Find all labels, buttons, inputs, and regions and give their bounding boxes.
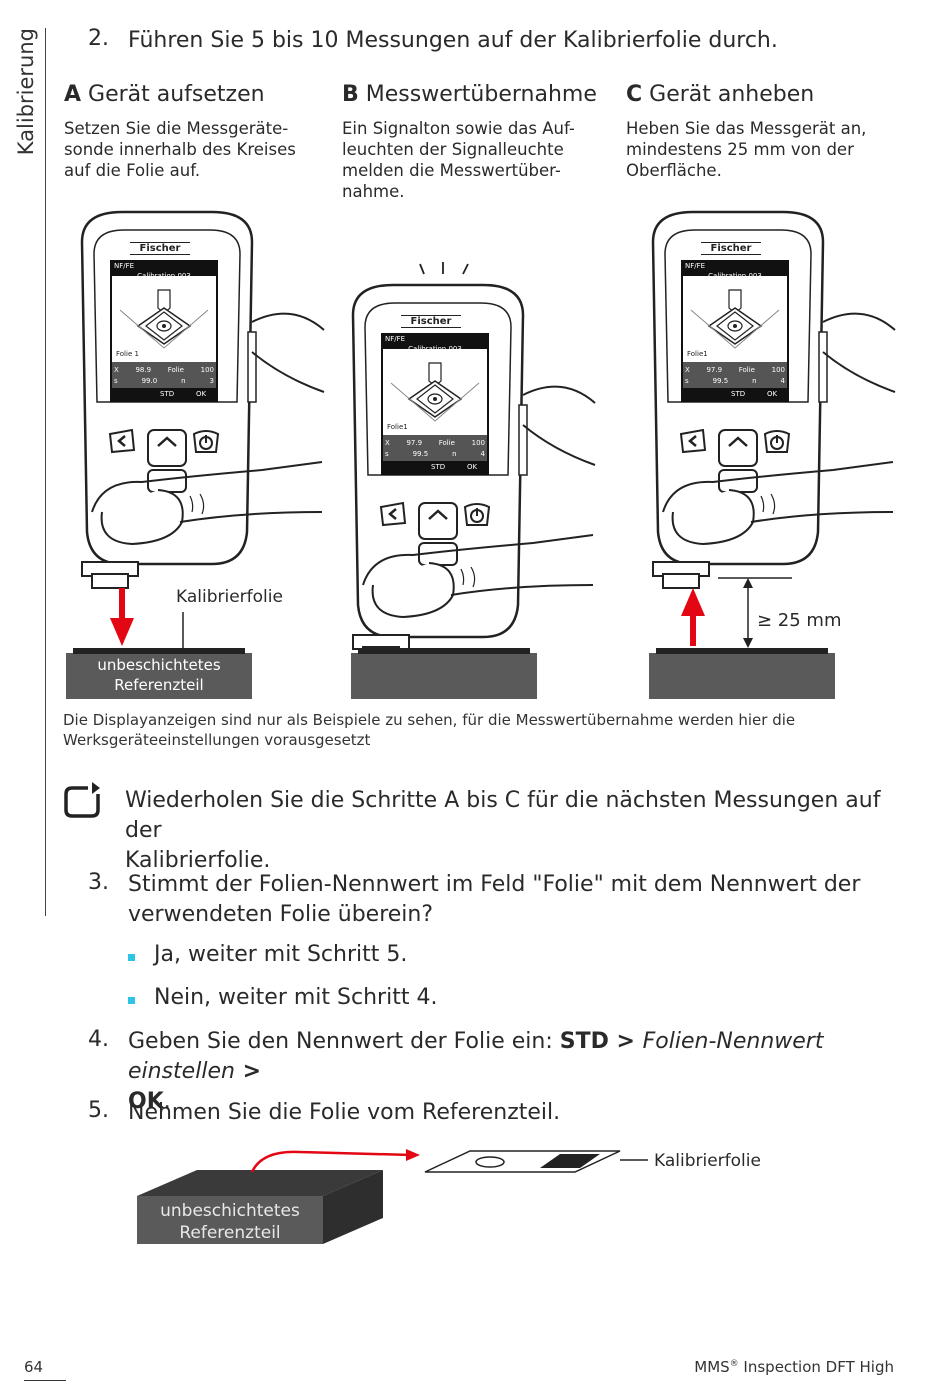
calibration-foil-a (73, 648, 245, 654)
document-title: MMS® Inspection DFT High (694, 1358, 894, 1376)
reference-part-label: unbeschichtetes Referenzteil (97, 656, 221, 694)
calibration-foil-c (656, 648, 828, 654)
brand-logo: Fischer (130, 242, 190, 255)
column-b-description: Ein Signalton sowie das Auf-leuchten der… (342, 119, 575, 201)
kalibrierfolie-label: Kalibrierfolie (176, 587, 283, 607)
step-number: 2. (88, 26, 109, 51)
calibration-foil-b (358, 648, 530, 654)
repeat-note-line: Kalibrierfolie. (125, 848, 271, 873)
repeat-note: Wiederholen Sie die Schritte A bis C für… (62, 782, 922, 873)
calibration-illustration (66, 210, 897, 699)
step-text: Geben Sie den Nennwert der Folie ein: ST… (128, 1029, 824, 1114)
step-number: 5. (88, 1098, 109, 1123)
signal-light-rays (419, 262, 469, 275)
step-2: 2. Führen Sie 5 bis 10 Messungen auf der… (88, 26, 908, 58)
step-3: 3. Stimmt der Folien-Nennwert im Feld "F… (88, 870, 908, 932)
brand-logo: Fischer (701, 242, 761, 255)
step-text: Stimmt der Folien-Nennwert im Feld "Foli… (128, 872, 861, 897)
bottom-reference-part-label: unbeschichtetes Referenzteil (160, 1201, 300, 1243)
reference-part-c (649, 653, 835, 699)
brand-logo: Fischer (401, 315, 461, 328)
step-number: 3. (88, 870, 109, 895)
column-b-title: B Messwertübernahme (342, 82, 597, 107)
column-c-title: C Gerät anheben (626, 82, 815, 107)
distance-label: ≥ 25 mm (757, 610, 842, 631)
reference-part-b (351, 653, 537, 699)
step-text: verwendeten Folie überein? (128, 902, 434, 927)
down-arrow-icon (110, 618, 134, 646)
bottom-kalibrierfolie-label: Kalibrierfolie (654, 1151, 761, 1171)
repeat-note-line: Wiederholen Sie die Schritte A bis C für… (125, 788, 881, 843)
step-5: 5. Nehmen Sie die Folie vom Referenzteil… (88, 1098, 908, 1130)
up-arrow-icon (681, 588, 705, 616)
column-a-description: Setzen Sie die Messgeräte-sonde innerhal… (64, 119, 296, 180)
column-c-description: Heben Sie das Messgerät an,mindestens 25… (626, 119, 867, 180)
bullet-marker (128, 954, 135, 961)
column-a-title: A Gerät aufsetzen (64, 82, 265, 107)
step-text: Nehmen Sie die Folie vom Referenzteil. (128, 1100, 561, 1125)
step-4: 4. Geben Sie den Nennwert der Folie ein:… (88, 1027, 908, 1114)
repeat-icon (64, 782, 100, 818)
step-number: 4. (88, 1027, 109, 1052)
page-number: 64 (24, 1358, 44, 1376)
reference-part-a (66, 653, 252, 699)
step-text: Führen Sie 5 bis 10 Messungen auf der Ka… (128, 28, 778, 53)
figure-caption: Die Displayanzeigen sind nur als Beispie… (63, 711, 796, 749)
bullet-marker (128, 997, 135, 1004)
footer-divider (24, 1380, 66, 1381)
chapter-divider (45, 28, 46, 916)
